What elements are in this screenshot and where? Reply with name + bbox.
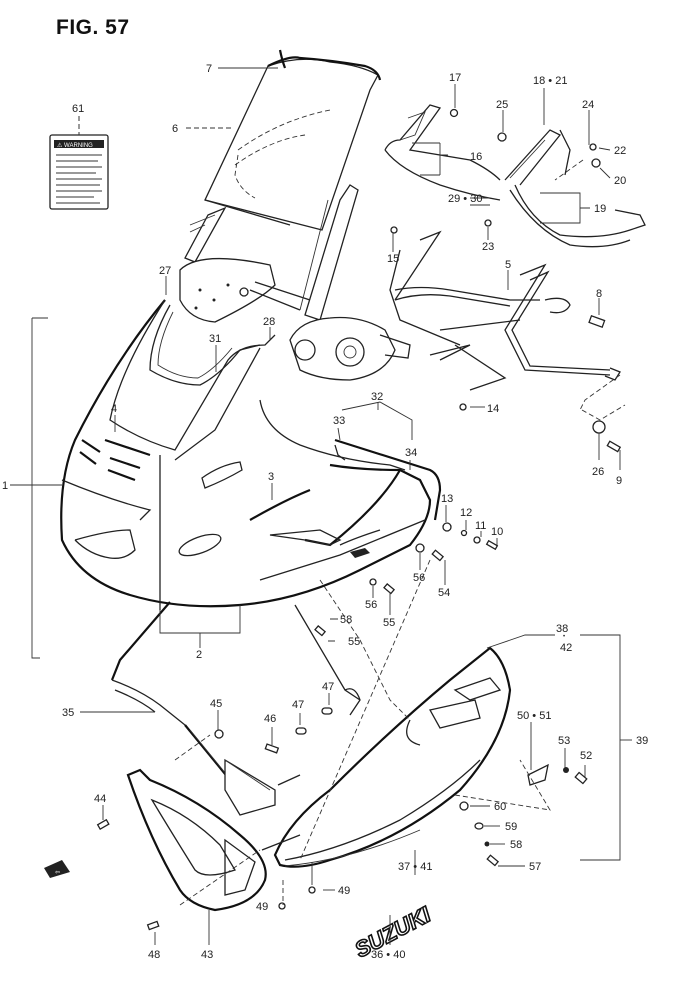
label-part-12: 12 — [460, 507, 472, 519]
label-part-15: 15 — [387, 253, 399, 265]
label-part-16: 16 — [470, 151, 482, 163]
lower-brace-part-43 — [126, 768, 301, 912]
label-part-1: 1 — [2, 480, 8, 492]
label-part-23: 23 — [482, 241, 494, 253]
label-part-5: 5 — [505, 259, 511, 271]
label-part-58b: 58 — [510, 839, 522, 851]
label-part-56b: 56 — [365, 599, 377, 611]
label-part-31: 31 — [209, 333, 221, 345]
label-part-54: 54 — [438, 587, 450, 599]
headlight-bracket-assembly — [289, 316, 411, 381]
lower-strut-part-35 — [110, 601, 236, 786]
label-part-14: 14 — [487, 403, 499, 415]
label-part-3: 3 — [268, 471, 274, 483]
label-part-10: 10 — [491, 526, 503, 538]
label-part-17: 17 — [449, 72, 461, 84]
label-part-49b: 49 — [256, 901, 268, 913]
label-part-38: 38 — [556, 623, 568, 635]
label-part-28: 28 — [263, 316, 275, 328]
label-part-58a: 58 — [340, 614, 352, 626]
label-part-55b: 55 — [348, 636, 360, 648]
label-part-52: 52 — [580, 750, 592, 762]
label-part-44: 44 — [94, 793, 106, 805]
label-part-33: 33 — [333, 415, 345, 427]
label-part-59: 59 — [505, 821, 517, 833]
under-cowling-part-37-41 — [273, 646, 512, 868]
front-arrow-icon: ⇦ — [55, 870, 60, 876]
label-part-25: 25 — [496, 99, 508, 111]
label-part-56a: 56 — [413, 572, 425, 584]
inner-lower-panel — [224, 579, 411, 816]
label-part-36-40: 36 • 40 — [371, 949, 405, 961]
mirror-bracket-part-19 — [504, 129, 646, 248]
label-part-11: 11 — [475, 520, 486, 532]
mirror-bracket-part-16 — [384, 104, 501, 201]
label-part-55a: 55 — [383, 617, 395, 629]
leader-lines — [10, 67, 632, 945]
label-part-19: 19 — [594, 203, 606, 215]
warning-label-header: ⚠ WARNING — [57, 142, 93, 149]
label-part-6: 6 — [172, 123, 178, 135]
label-part-26: 26 — [592, 466, 604, 478]
windscreen-trim-part-7 — [278, 49, 287, 69]
label-part-32: 32 — [371, 391, 383, 403]
label-part-43: 43 — [201, 949, 213, 961]
label-part-2: 2 — [196, 649, 202, 661]
label-part-4: 4 — [111, 403, 117, 415]
fasteners — [96, 108, 622, 931]
label-part-37-41: 37 • 41 — [398, 861, 432, 873]
label-part-48: 48 — [148, 949, 160, 961]
upper-cowling-part-1 — [60, 299, 432, 610]
label-part-22: 22 — [614, 145, 626, 157]
label-part-50-51: 50 • 51 — [517, 710, 551, 722]
front-direction-mark: ⇦ — [44, 860, 70, 878]
air-duct-part-32 — [259, 438, 442, 581]
label-part-47b: 47 — [292, 699, 304, 711]
label-part-47a: 47 — [322, 681, 334, 693]
label-part-61: 61 — [72, 103, 84, 115]
windscreen-part-6 — [204, 56, 382, 231]
label-part-27: 27 — [159, 265, 171, 277]
label-part-9: 9 — [616, 475, 622, 487]
label-part-8: 8 — [596, 288, 602, 300]
label-part-24: 24 — [582, 99, 594, 111]
label-part-49a: 49 — [338, 885, 350, 897]
label-separator-dot: • — [563, 634, 565, 640]
label-part-60: 60 — [494, 801, 506, 813]
cowling-brace-frame-part-5 — [389, 230, 621, 411]
part-number-labels: 7 6 61 17 18 • 21 25 24 22 16 20 29 • 30… — [2, 63, 648, 961]
figure-title: FIG. 57 — [56, 16, 130, 39]
label-part-42: 42 — [560, 642, 572, 654]
label-part-18-21: 18 • 21 — [533, 75, 567, 87]
label-part-7: 7 — [206, 63, 212, 75]
warning-label-part-61: ⚠ WARNING — [49, 116, 109, 210]
label-part-39: 39 — [636, 735, 648, 747]
label-part-20: 20 — [614, 175, 626, 187]
label-part-35: 35 — [62, 707, 74, 719]
label-part-34: 34 — [405, 447, 417, 459]
label-part-53: 53 — [558, 735, 570, 747]
label-part-29-30: 29 • 30 — [448, 193, 482, 205]
label-part-46: 46 — [264, 713, 276, 725]
label-part-13: 13 — [441, 493, 453, 505]
inner-bracket-frame — [179, 184, 359, 323]
label-part-57: 57 — [529, 861, 541, 873]
label-part-45: 45 — [210, 698, 222, 710]
